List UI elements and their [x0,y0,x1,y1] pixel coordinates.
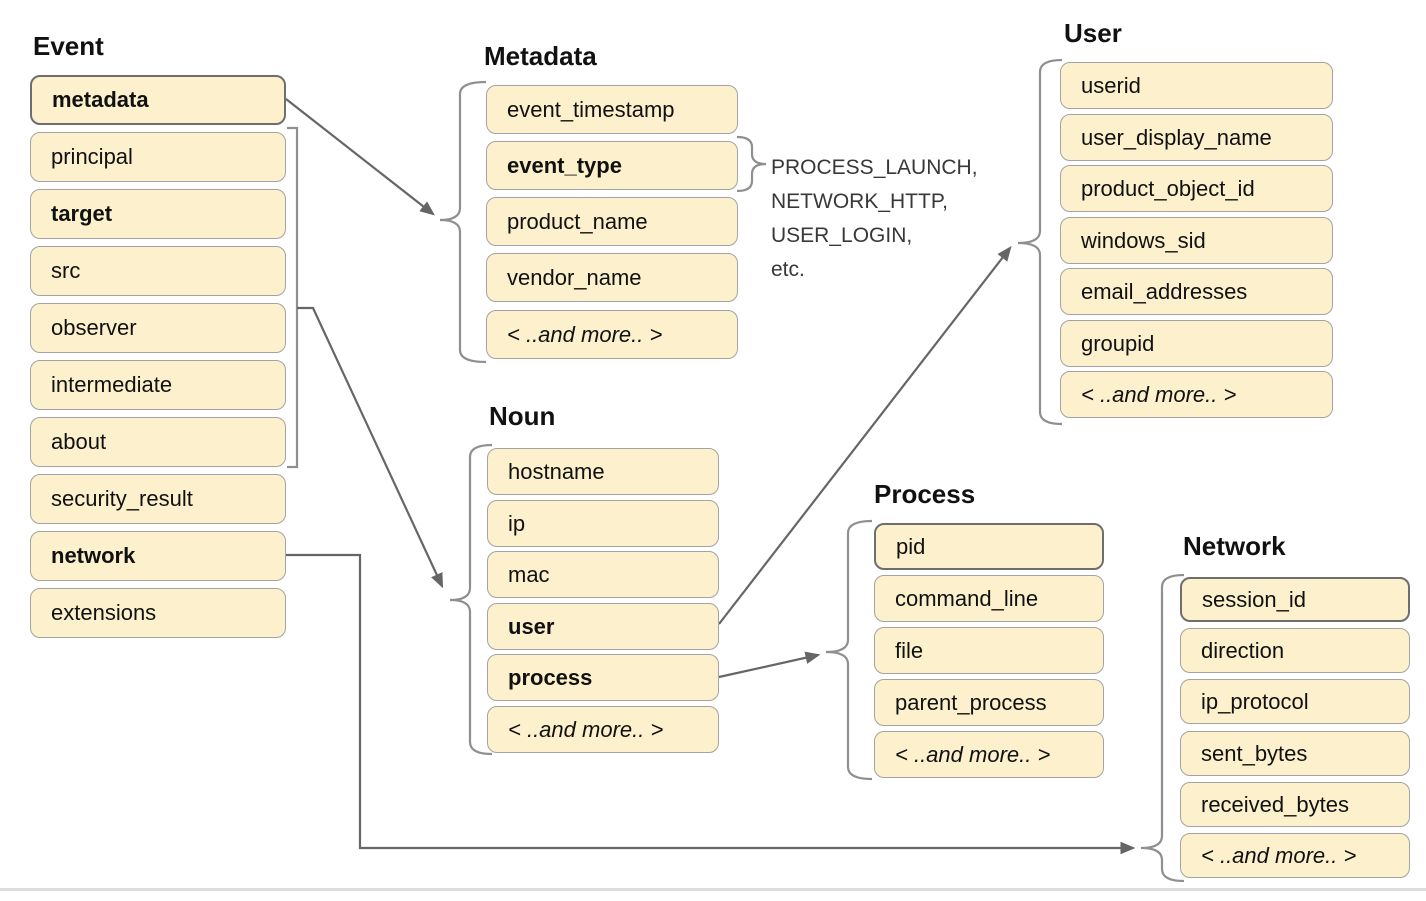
brace-network-group [1140,573,1185,883]
field-event-network: network [30,531,286,581]
network-group-title: Network [1183,531,1286,561]
field-user-userid: userid [1060,62,1333,109]
field-event-metadata: metadata [30,75,286,125]
field-network-and-more: < ..and more.. > [1180,833,1410,878]
field-network-sent-bytes: sent_bytes [1180,731,1410,776]
arrow-process-to-process-group [718,651,821,679]
field-metadata-and-more: < ..and more.. > [486,310,738,359]
field-event-observer: observer [30,303,286,353]
field-metadata-product-name: product_name [486,197,738,246]
process-group-title: Process [874,479,976,509]
brace-user-group [1017,58,1063,426]
bracket-event-nouns [287,126,299,469]
event-type-value-3: USER_LOGIN, [771,224,913,247]
field-user-groupid: groupid [1060,320,1333,367]
arrow-metadata-to-metadata-group [285,98,435,216]
field-process-command-line: command_line [874,575,1104,622]
field-user-product-object-id: product_object_id [1060,165,1333,212]
field-user-and-more: < ..and more.. > [1060,371,1333,418]
field-network-session-id: session_id [1180,577,1410,622]
user-group-title: User [1064,18,1122,48]
field-noun-ip: ip [487,500,719,547]
event-type-value-2: NETWORK_HTTP, [771,190,948,213]
field-noun-and-more: < ..and more.. > [487,706,719,753]
field-process-parent-process: parent_process [874,679,1104,726]
field-noun-mac: mac [487,551,719,598]
brace-metadata-group [439,80,487,364]
brace-event-type-values [736,135,767,193]
field-user-windows-sid: windows_sid [1060,217,1333,264]
field-network-received-bytes: received_bytes [1180,782,1410,827]
field-user-email-addresses: email_addresses [1060,268,1333,315]
event-type-values-note: PROCESS_LAUNCH, NETWORK_HTTP, USER_LOGIN… [771,151,978,287]
field-process-pid: pid [874,523,1104,570]
field-metadata-vendor-name: vendor_name [486,253,738,302]
arrow-event-nouns-to-noun-group [297,306,444,589]
field-event-src: src [30,246,286,296]
bottom-divider [0,888,1426,891]
field-user-user-display-name: user_display_name [1060,114,1333,161]
event-type-value-4: etc. [771,258,805,281]
noun-group-title: Noun [489,401,556,431]
field-metadata-event-type: event_type [486,141,738,190]
brace-noun-group [449,443,493,756]
brace-process-group [825,519,873,781]
field-network-ip-protocol: ip_protocol [1180,679,1410,724]
metadata-group-title: Metadata [484,41,597,71]
field-network-direction: direction [1180,628,1410,673]
event-type-value-1: PROCESS_LAUNCH, [771,156,978,179]
field-process-and-more: < ..and more.. > [874,731,1104,778]
field-noun-hostname: hostname [487,448,719,495]
field-process-file: file [874,627,1104,674]
field-event-intermediate: intermediate [30,360,286,410]
field-event-extensions: extensions [30,588,286,638]
field-event-about: about [30,417,286,467]
field-noun-user: user [487,603,719,650]
event-group-title: Event [33,31,104,61]
field-event-principal: principal [30,132,286,182]
field-event-target: target [30,189,286,239]
field-event-security-result: security_result [30,474,286,524]
field-metadata-event-timestamp: event_timestamp [486,85,738,134]
field-noun-process: process [487,654,719,701]
